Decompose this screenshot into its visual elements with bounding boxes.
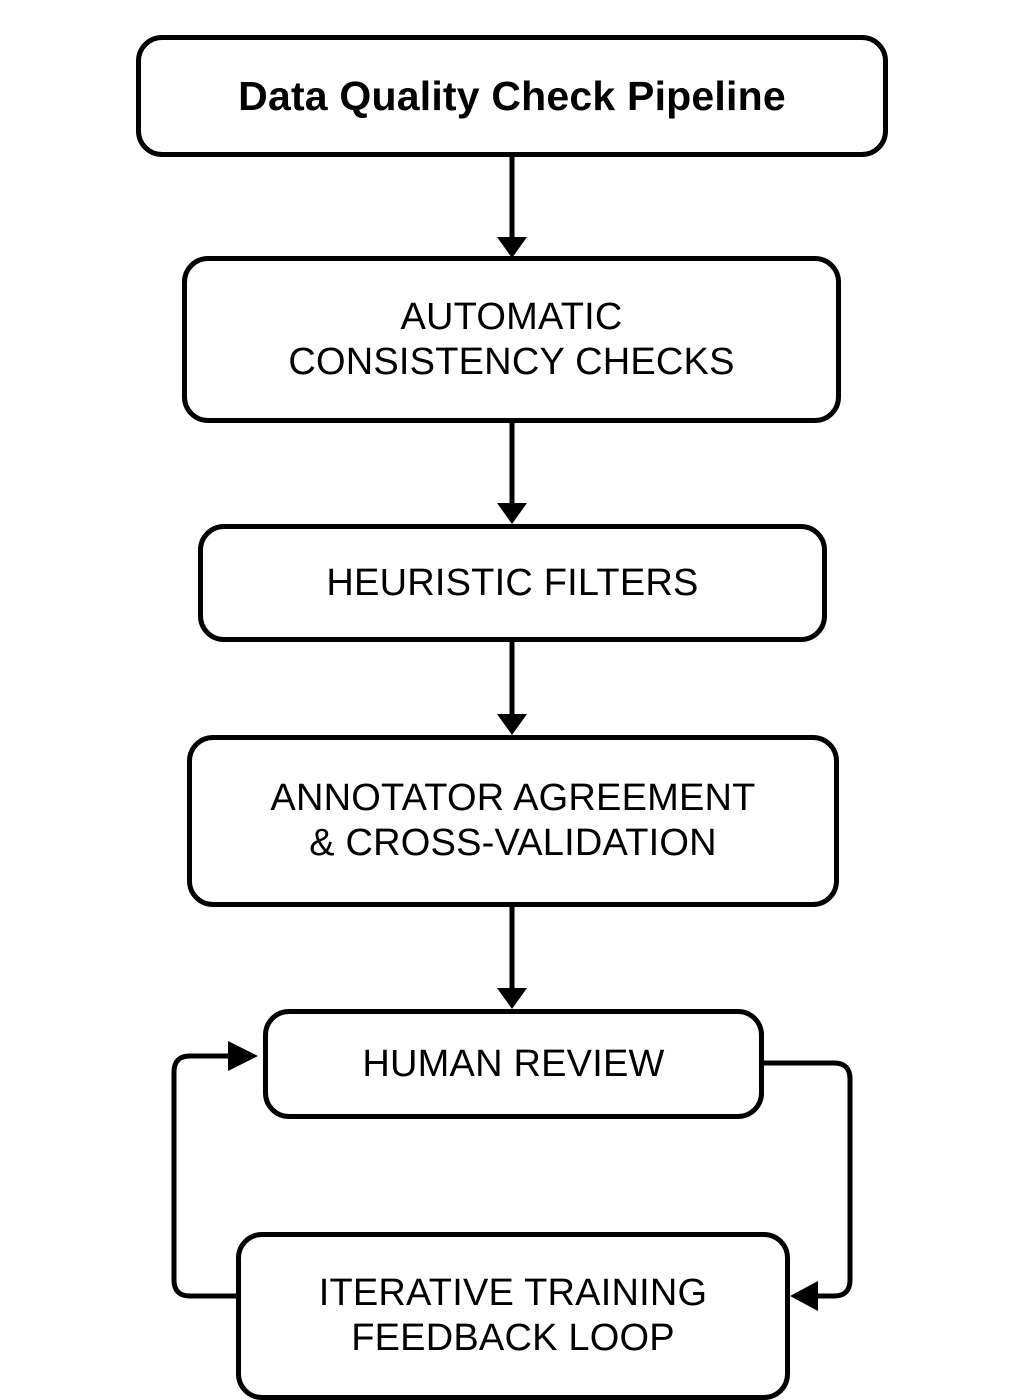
- node-label: Data Quality Check Pipeline: [238, 72, 786, 119]
- node-annotator-agreement-cross-validation[interactable]: ANNOTATOR AGREEMENT & CROSS-VALIDATION: [187, 735, 839, 907]
- node-data-quality-check-pipeline[interactable]: Data Quality Check Pipeline: [136, 35, 888, 157]
- edge-automatic-consistency-checks-to-heuristic-filters: [497, 423, 527, 524]
- node-label: AUTOMATIC CONSISTENCY CHECKS: [288, 295, 735, 383]
- node-label: HUMAN REVIEW: [362, 1042, 665, 1085]
- node-label: HEURISTIC FILTERS: [326, 561, 699, 604]
- node-label: ANNOTATOR AGREEMENT & CROSS-VALIDATION: [270, 777, 756, 864]
- edge-title-to-automatic-consistency-checks: [497, 157, 527, 258]
- edge-annotator-agreement-to-human-review: [497, 907, 527, 1009]
- node-label: ITERATIVE TRAINING FEEDBACK LOOP: [318, 1272, 708, 1359]
- node-heuristic-filters[interactable]: HEURISTIC FILTERS: [198, 524, 827, 642]
- edge-heuristic-filters-to-annotator-agreement: [497, 642, 527, 735]
- node-iterative-training-feedback-loop[interactable]: ITERATIVE TRAINING FEEDBACK LOOP: [236, 1232, 790, 1400]
- node-automatic-consistency-checks[interactable]: AUTOMATIC CONSISTENCY CHECKS: [182, 256, 841, 423]
- node-human-review[interactable]: HUMAN REVIEW: [263, 1009, 764, 1119]
